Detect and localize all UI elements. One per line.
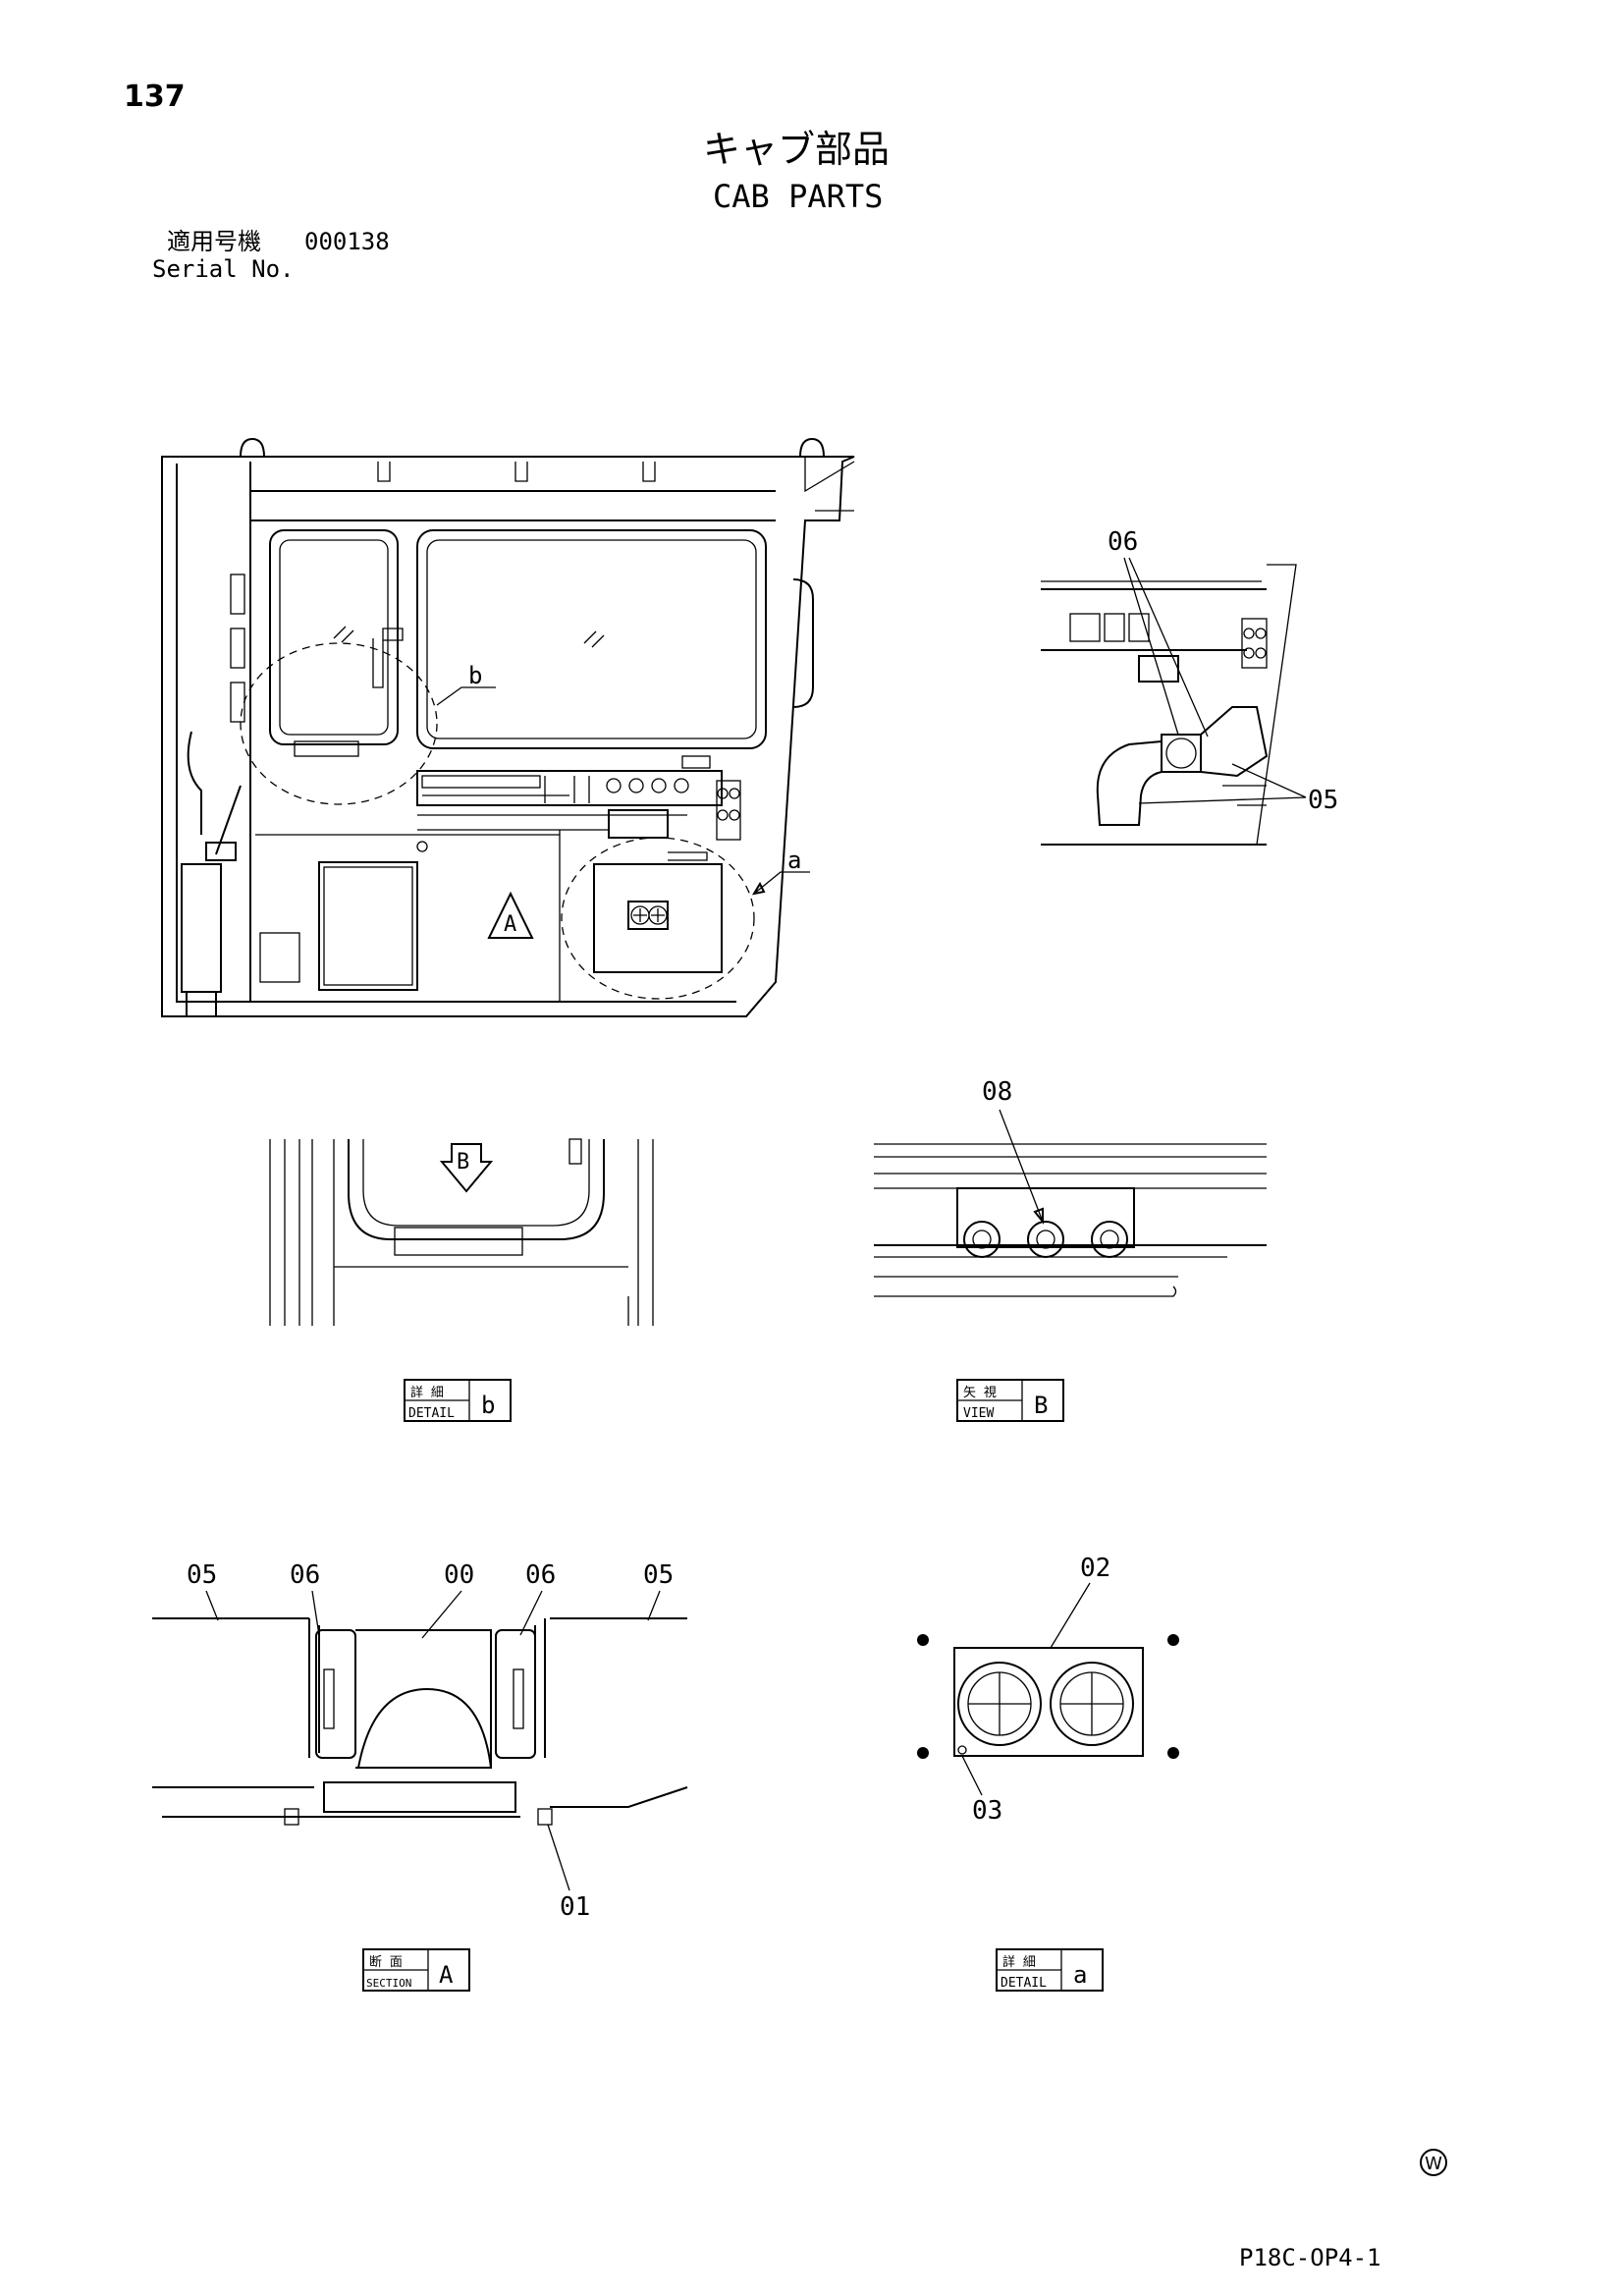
detail-a-marker: a — [787, 847, 801, 874]
callout-01: 01 — [560, 1892, 590, 1922]
callout-03: 03 — [972, 1796, 1002, 1826]
svg-text:詳 細: 詳 細 — [1002, 1954, 1036, 1970]
callout-00: 00 — [444, 1560, 474, 1590]
svg-text:DETAIL: DETAIL — [408, 1406, 455, 1421]
section-a-marker: A — [504, 912, 516, 937]
callout-06-upper: 06 — [1108, 527, 1138, 557]
callout-08: 08 — [982, 1077, 1012, 1107]
page-number: 137 — [124, 80, 186, 114]
sheet-code: P18C-OP4-1 — [1239, 2244, 1381, 2271]
label-view-b: 矢 視 VIEW B — [956, 1379, 1064, 1422]
svg-text:VIEW: VIEW — [963, 1406, 994, 1421]
serial-number: 000138 — [304, 228, 390, 255]
label-section-a: 断 面 SECTION A — [362, 1948, 470, 1992]
svg-text:詳 細: 詳 細 — [410, 1385, 444, 1400]
svg-text:DETAIL: DETAIL — [1001, 1976, 1047, 1991]
page-title-japanese: キャブ部品 — [703, 128, 891, 171]
serial-label-english: Serial No. — [152, 255, 295, 283]
svg-text:a: a — [1073, 1961, 1087, 1989]
label-detail-b: 詳 細 DETAIL b — [404, 1379, 512, 1422]
view-b-panel: 08 — [874, 1077, 1267, 1297]
callout-06-right: 06 — [525, 1560, 556, 1590]
callout-06-left: 06 — [290, 1560, 320, 1590]
callout-05-right: 05 — [643, 1560, 674, 1590]
serial-label-japanese: 適用号機 — [167, 228, 261, 255]
svg-text:b: b — [481, 1392, 495, 1419]
svg-text:A: A — [439, 1961, 454, 1989]
svg-text:矢 視: 矢 視 — [963, 1386, 997, 1400]
detail-b-view: B — [269, 1138, 654, 1326]
callout-05-left: 05 — [187, 1560, 217, 1590]
label-detail-a: 詳 細 DETAIL a — [996, 1948, 1104, 1992]
duct-view: 06 05 — [1041, 527, 1338, 846]
w-mark: W — [1420, 2149, 1447, 2176]
callout-02: 02 — [1080, 1554, 1110, 1583]
view-b-marker: B — [457, 1150, 469, 1175]
detail-b-marker: b — [468, 662, 482, 689]
callout-05-upper: 05 — [1308, 786, 1338, 815]
svg-text:B: B — [1034, 1392, 1048, 1419]
detail-a-view: 02 03 — [917, 1554, 1179, 1826]
svg-text:断 面: 断 面 — [369, 1955, 403, 1970]
svg-text:SECTION: SECTION — [366, 1977, 411, 1990]
section-a-view: 05 06 00 06 05 01 — [152, 1560, 688, 1922]
cab-main-view: A b a — [161, 437, 855, 1017]
page-title-english: CAB PARTS — [713, 178, 884, 215]
